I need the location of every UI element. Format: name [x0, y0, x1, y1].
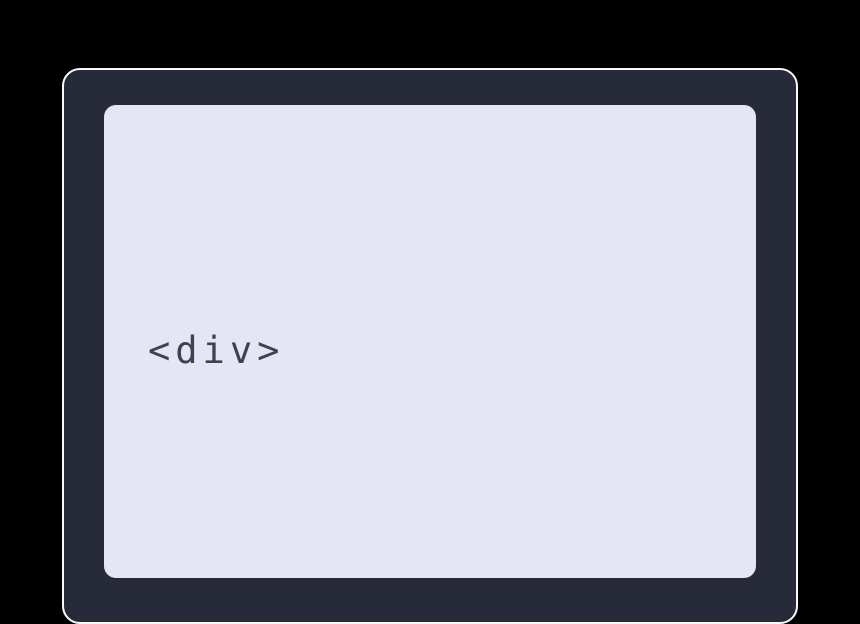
code-panel: <div> <p></p> <form> </form> </div> [104, 105, 756, 578]
code-card: <div> <p></p> <form> </form> </div> [62, 68, 798, 624]
code-line: <p></p> [148, 561, 756, 578]
code-line: <div> [148, 329, 285, 372]
code-block: <div> <p></p> <form> </form> </div> [104, 105, 756, 578]
